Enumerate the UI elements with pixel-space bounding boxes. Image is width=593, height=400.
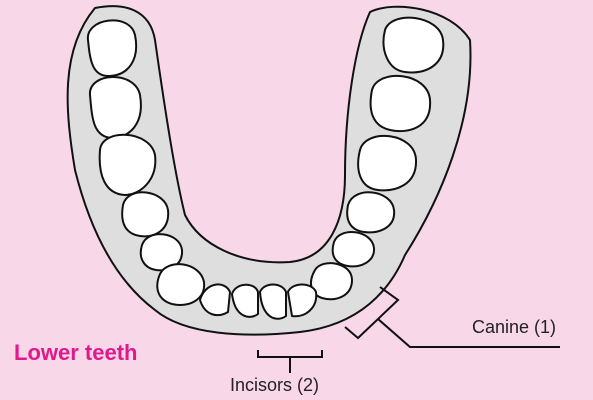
diagram-title: Lower teeth xyxy=(14,340,137,366)
tooth xyxy=(333,232,374,266)
tooth xyxy=(347,192,394,232)
incisors-leader-line xyxy=(258,350,322,373)
incisors-label: Incisors (2) xyxy=(230,375,319,396)
tooth xyxy=(88,20,136,76)
canine-label: Canine (1) xyxy=(472,317,556,338)
tooth xyxy=(157,264,204,305)
tooth xyxy=(384,18,444,73)
tooth xyxy=(358,136,416,190)
tooth xyxy=(122,192,168,236)
tooth xyxy=(90,77,141,138)
tooth xyxy=(371,76,431,131)
